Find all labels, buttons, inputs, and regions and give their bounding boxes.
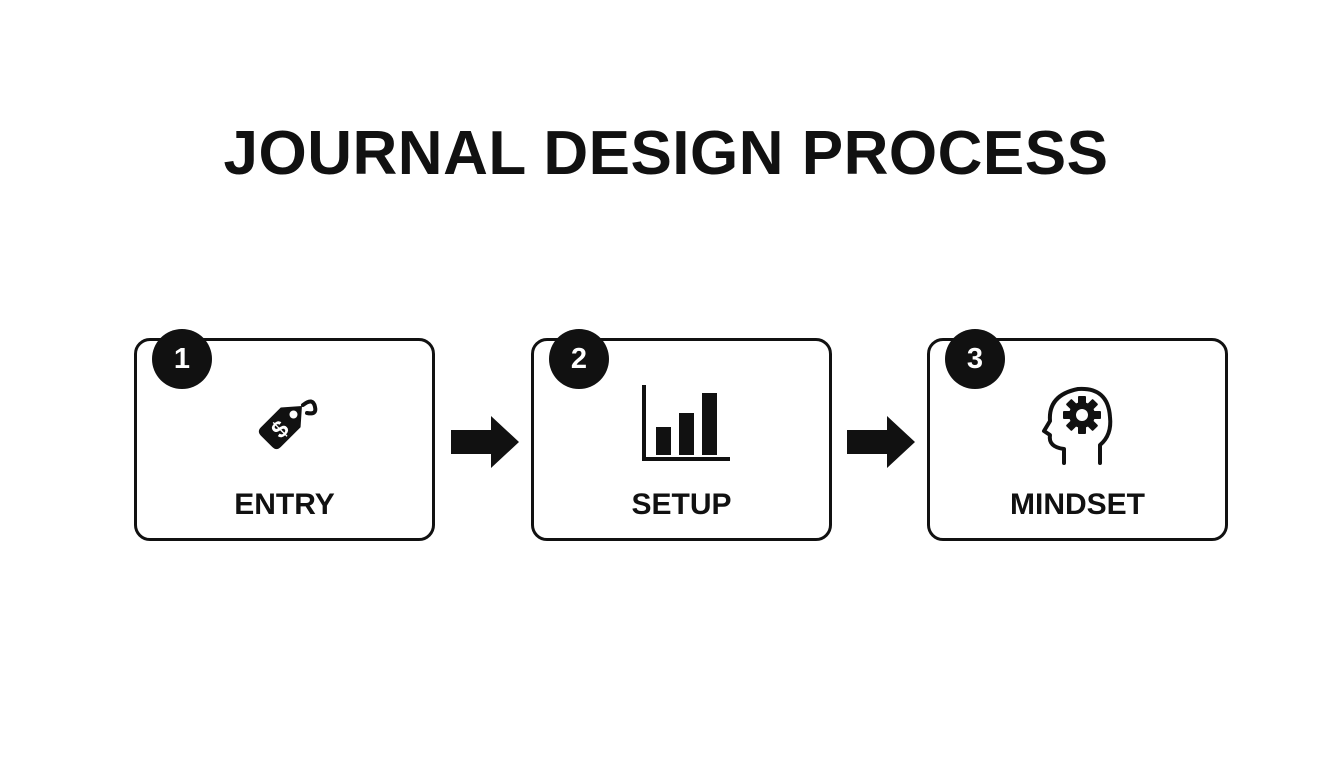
step-number-badge: 2: [549, 329, 615, 389]
step-number: 1: [152, 329, 212, 389]
step-card-setup: 2 SETUP: [531, 329, 832, 541]
head-gear-icon: [1030, 375, 1126, 471]
page-title: JOURNAL DESIGN PROCESS: [223, 119, 1109, 188]
price-tag-dollar-icon: $: [237, 375, 333, 471]
step-card-mindset: 3 MINDSET: [927, 329, 1228, 541]
step-number-badge: 3: [945, 329, 1011, 389]
step-label: MINDSET: [1010, 488, 1145, 521]
step-number: 3: [945, 329, 1005, 389]
arrow-right-icon: [451, 414, 521, 470]
step-label: ENTRY: [234, 488, 335, 521]
bar-chart-icon: [634, 375, 730, 471]
step-number-badge: 1: [152, 329, 218, 389]
step-number: 2: [549, 329, 609, 389]
step-label: SETUP: [631, 488, 732, 521]
arrow-right-icon: [847, 414, 917, 470]
step-card-entry: 1 $ ENTRY: [134, 329, 435, 541]
